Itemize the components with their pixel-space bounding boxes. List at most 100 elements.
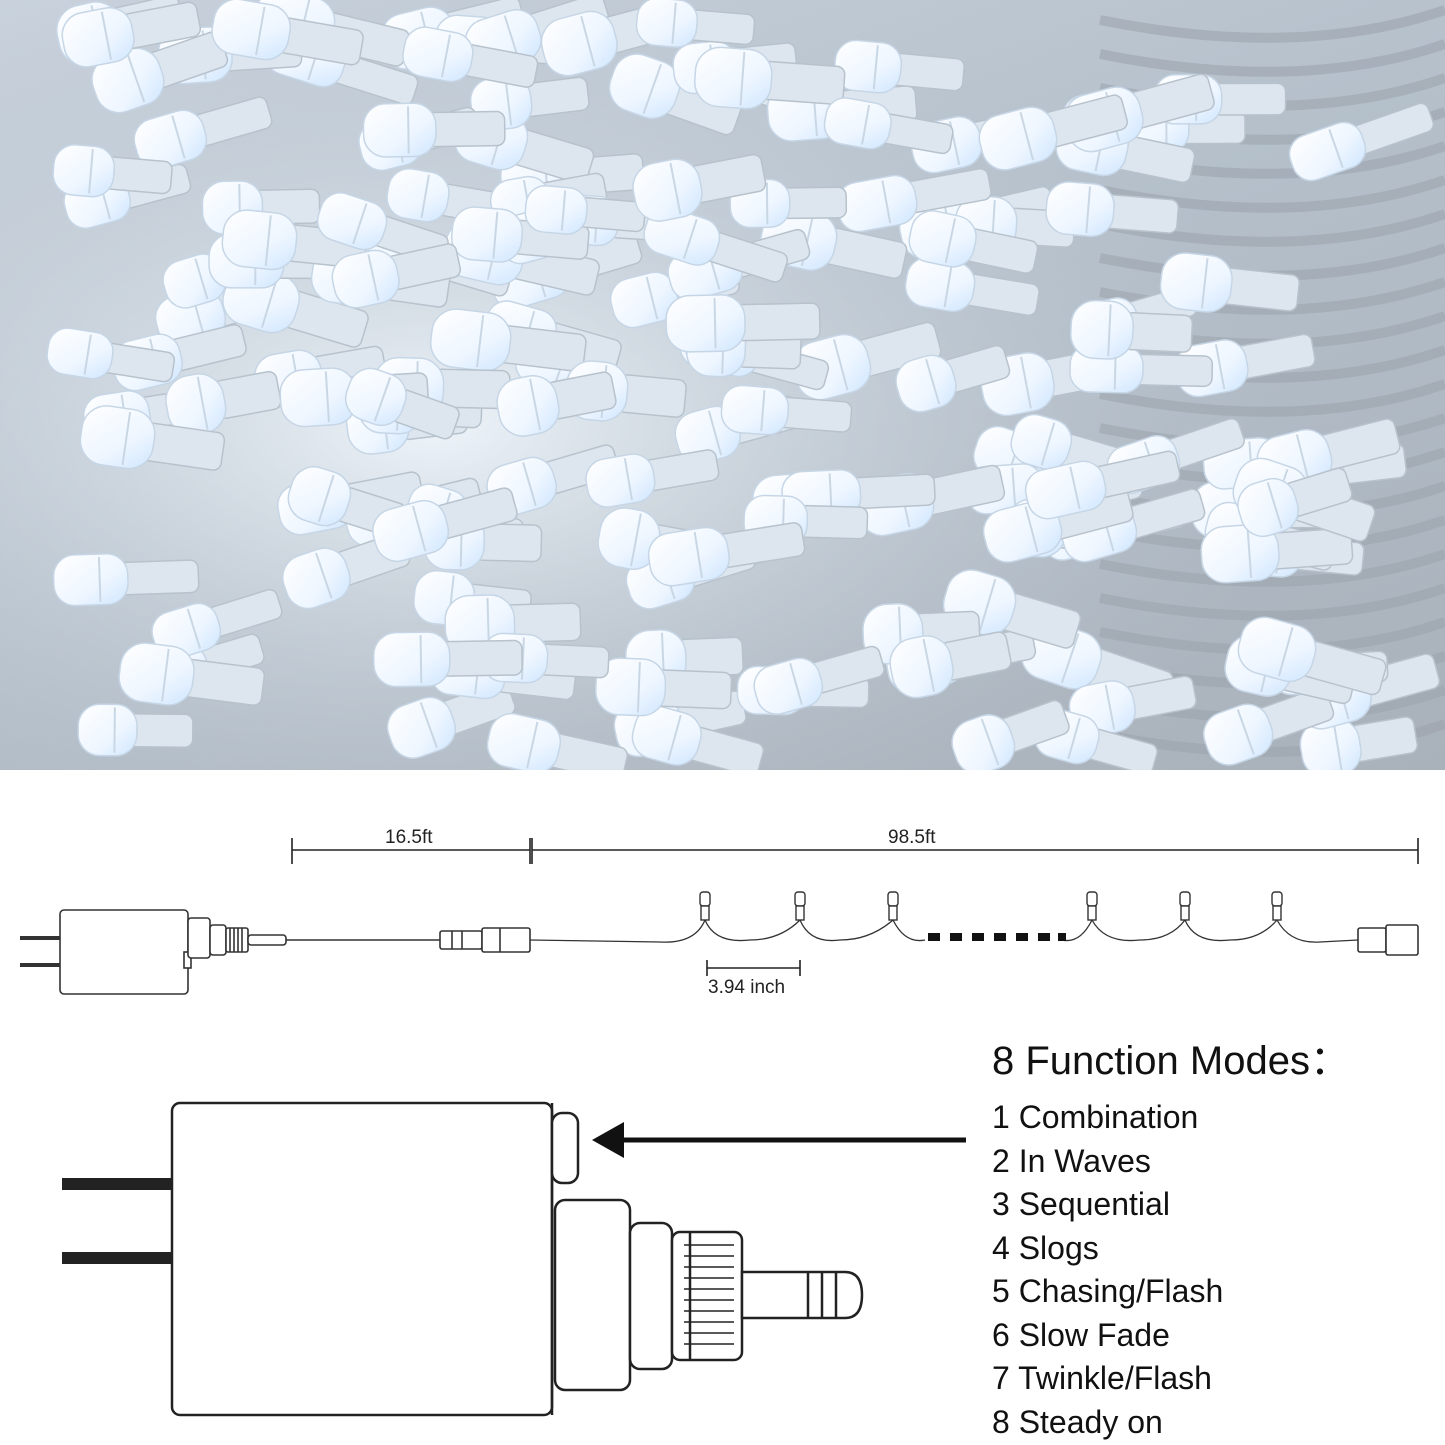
arrow-left-icon	[592, 1122, 966, 1158]
mode-number: 7	[992, 1360, 1010, 1396]
wiring-diagram: 16.5ft 98.5ft 3.94 inch	[0, 770, 1445, 1445]
led-bulb	[1237, 467, 1353, 538]
led-bulb	[79, 405, 226, 471]
dimension-spacing	[706, 960, 801, 976]
led-bulb	[836, 167, 992, 233]
mode-label: Slow Fade	[1018, 1316, 1170, 1353]
continuation-dots-icon	[928, 933, 1066, 941]
led-bulb	[46, 327, 176, 383]
led-bulb	[978, 94, 1129, 171]
led-bulb	[52, 144, 173, 198]
led-bulb	[496, 371, 617, 437]
led-bulb	[77, 703, 194, 757]
led-bulb	[524, 185, 646, 235]
mode-number: 3	[992, 1186, 1010, 1222]
mode-number: 1	[992, 1099, 1010, 1135]
led-bulb	[647, 522, 806, 587]
led-bulb	[1200, 523, 1354, 584]
led-bulb	[52, 553, 200, 607]
led-bulb	[585, 449, 720, 508]
mode-item: 2 In Waves	[992, 1140, 1432, 1184]
product-photo	[0, 0, 1445, 770]
lit-string	[529, 918, 1359, 943]
led-bulb	[402, 26, 539, 88]
led-bulb	[450, 206, 590, 263]
mode-label: Chasing/Flash	[1018, 1273, 1224, 1309]
end-cap-icon	[1357, 924, 1419, 956]
led-bulb	[362, 102, 506, 158]
led-bulb	[1024, 450, 1181, 520]
led-bulb	[331, 243, 462, 309]
diagram-drawing	[20, 838, 1419, 1417]
led-bulb	[889, 631, 1012, 699]
mode-item: 1 Combination	[992, 1096, 1432, 1140]
mode-number: 6	[992, 1316, 1010, 1353]
led-bulb	[643, 206, 789, 283]
led-bulb	[632, 153, 767, 222]
led-bulb	[151, 588, 283, 660]
led-bulb	[823, 97, 954, 155]
mode-item: 7 Twinkle/Flash	[992, 1357, 1432, 1401]
led-bulb	[895, 344, 1011, 413]
led-bulb	[665, 294, 821, 353]
lead-length-label: 16.5ft	[385, 827, 433, 848]
led-bulb	[908, 210, 1039, 274]
mode-button-icon	[550, 1111, 580, 1185]
bulb-spacing-label: 3.94 inch	[708, 977, 786, 998]
mode-label: Slogs	[1018, 1229, 1099, 1266]
led-bulb	[211, 0, 364, 66]
mode-item: 5 Chasing/Flash	[992, 1270, 1432, 1314]
mode-item: 6 Slow Fade	[992, 1314, 1432, 1358]
large-adapter-icon	[62, 1101, 864, 1417]
led-bulb	[595, 657, 733, 717]
mode-item: 8 Steady on	[992, 1401, 1432, 1445]
led-bulb	[1288, 102, 1435, 182]
mode-item: 3 Sequential	[992, 1183, 1432, 1227]
mode-number: 5	[992, 1273, 1010, 1309]
connector-icon	[439, 927, 531, 953]
dimension-lit	[531, 838, 1419, 864]
led-bulb	[904, 256, 1040, 317]
led-bulb	[429, 308, 587, 372]
bulb-cluster	[46, 0, 1441, 770]
led-bulb	[951, 699, 1070, 770]
led-bulb	[118, 642, 266, 706]
led-bulb	[372, 487, 518, 563]
led-bulb	[91, 31, 229, 114]
led-bulb	[1045, 181, 1180, 238]
led-bulb	[608, 53, 743, 136]
mode-number: 4	[992, 1229, 1010, 1266]
led-bulb	[61, 1, 202, 68]
mode-item: 4 Slogs	[992, 1227, 1432, 1271]
led-bulb	[753, 645, 885, 715]
mode-label: In Waves	[1018, 1142, 1151, 1179]
led-bulbs-illustration	[0, 0, 1445, 770]
led-bulb	[631, 705, 765, 770]
mode-number: 2	[992, 1142, 1010, 1179]
mode-label: Twinkle/Flash	[1018, 1360, 1212, 1396]
mode-label: Combination	[1018, 1099, 1199, 1135]
led-bulb	[372, 631, 523, 688]
led-bulb	[635, 0, 756, 48]
led-bulb	[833, 39, 965, 94]
led-bulb	[1070, 299, 1194, 360]
led-bulb	[165, 370, 282, 436]
led-bulb	[693, 46, 846, 110]
mode-label: Sequential	[1018, 1186, 1170, 1222]
led-bulb	[1159, 252, 1301, 313]
led-bulb	[1203, 687, 1335, 766]
modes-title: 8 Function Modes：	[992, 1039, 1350, 1083]
led-bulb	[720, 384, 853, 436]
led-bulb	[344, 367, 460, 440]
led-bulb	[133, 96, 273, 170]
bulb-icons	[699, 891, 1283, 921]
lit-length-label: 98.5ft	[888, 827, 936, 848]
led-bulb	[1237, 616, 1387, 696]
mode-label: Steady on	[1018, 1403, 1163, 1440]
dimension-lead	[291, 838, 531, 864]
mode-number: 8	[992, 1403, 1010, 1440]
small-adapter-icon	[20, 909, 287, 995]
led-bulb	[486, 712, 629, 770]
